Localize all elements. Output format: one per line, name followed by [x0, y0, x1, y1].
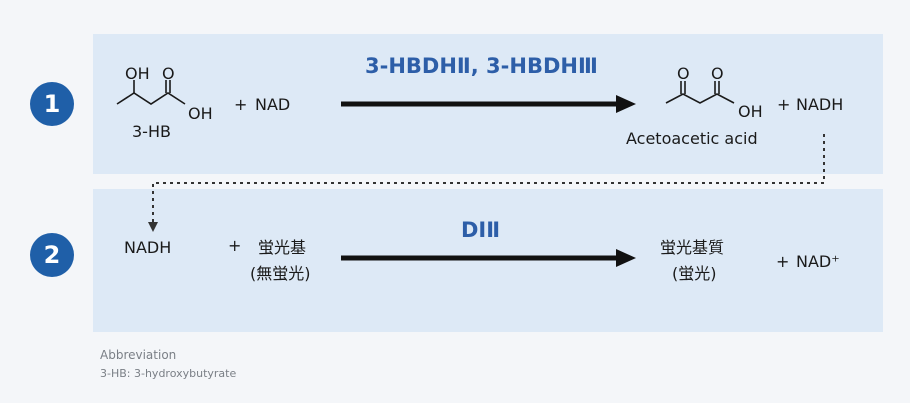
reaction-2-nad-plus-label: NAD⁺: [796, 252, 840, 271]
reaction-2-plus-2: +: [776, 252, 790, 271]
step-2-badge: 2: [30, 233, 74, 277]
reaction-2-nadh-label: NADH: [124, 238, 172, 257]
nadh-transfer-arrowhead: [148, 222, 158, 232]
reaction-2-enzyme-label: DIⅡ: [461, 218, 501, 242]
reaction-1-arrowhead: [616, 95, 636, 113]
reaction-1-enzymes-label: 3-HBDHⅡ, 3-HBDHⅢ: [365, 54, 598, 78]
abbreviation-heading: Abbreviation: [100, 348, 177, 362]
hb-oh-label: OH: [125, 64, 150, 83]
reaction-1-plus-2: +: [777, 95, 791, 114]
hb-structure-bonds: [116, 92, 186, 105]
abbreviation-text: 3-HB: 3-hydroxybutyrate: [100, 367, 237, 380]
aa-oh-label: OH: [738, 102, 763, 121]
aa-structure-bonds: [665, 93, 735, 104]
fluorescent-label: (蛍光): [672, 264, 717, 283]
non-fluorescent-label: (無蛍光): [250, 264, 311, 283]
hb-hydroxyl-oh-label: OH: [188, 104, 213, 123]
aa-ketone-o-label: O: [677, 64, 690, 83]
fluorescent-group-label: 蛍光基: [258, 238, 307, 257]
reaction-1-plus-1: +: [234, 95, 248, 114]
aa-acid-o-label: O: [711, 64, 724, 83]
acetoacetic-acid-label: Acetoacetic acid: [626, 129, 758, 148]
reaction-2-plus-1: +: [228, 236, 242, 255]
reaction-1-nad-label: NAD: [255, 95, 291, 114]
fluorescent-substrate-label: 蛍光基質: [660, 238, 725, 257]
hb-carbonyl-o-label: O: [162, 64, 175, 83]
hb-name-label: 3-HB: [132, 122, 171, 141]
reaction-1-nadh-label: NADH: [796, 95, 844, 114]
step-1-badge: 1: [30, 82, 74, 126]
reaction-2-arrowhead: [616, 249, 636, 267]
